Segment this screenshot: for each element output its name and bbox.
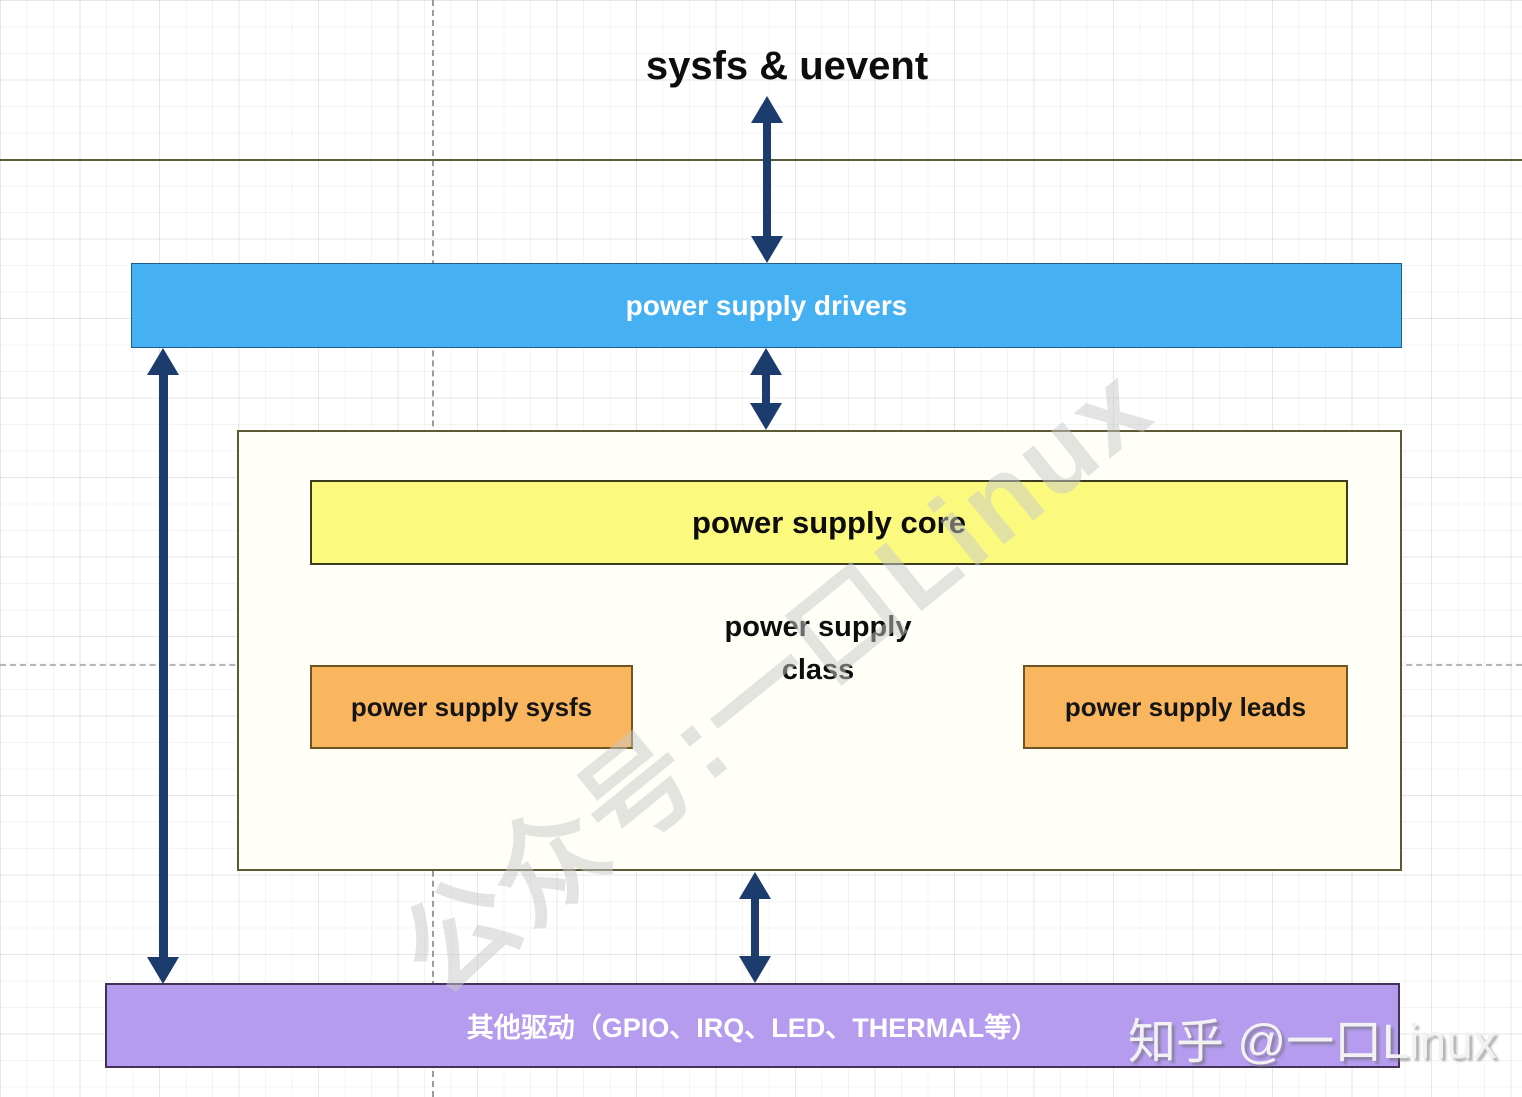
power-supply-drivers-label: power supply drivers: [625, 289, 908, 321]
diagram-title: sysfs & uevent: [645, 44, 929, 88]
other-drivers-box: 其他驱动（GPIO、IRQ、LED、THERMAL等）: [105, 983, 1400, 1068]
other-drivers-label: 其他驱动（GPIO、IRQ、LED、THERMAL等）: [466, 1013, 1039, 1043]
power-supply-leads-box: power supply leads: [1023, 665, 1348, 749]
arrowhead-up-icon: [750, 348, 782, 375]
arrow-sysfs-drivers: [751, 96, 783, 263]
power-supply-sysfs-label: power supply sysfs: [350, 691, 593, 722]
arrow-shaft: [762, 375, 770, 403]
class-label-line2: class: [781, 654, 855, 686]
class-label-line1: power supply: [724, 611, 912, 643]
arrowhead-down-icon: [147, 957, 179, 984]
arrowhead-up-icon: [751, 96, 783, 123]
separator-line: [0, 159, 1522, 161]
arrow-shaft: [763, 123, 771, 236]
power-supply-drivers-box: power supply drivers: [131, 263, 1402, 348]
arrow-class-other: [739, 872, 771, 983]
arrowhead-up-icon: [147, 348, 179, 375]
power-supply-core-label: power supply core: [692, 504, 966, 540]
arrowhead-down-icon: [739, 956, 771, 983]
arrow-drivers-other: [147, 348, 179, 984]
arrow-drivers-class: [750, 348, 782, 430]
arrowhead-up-icon: [739, 872, 771, 899]
arrowhead-down-icon: [750, 403, 782, 430]
power-supply-class-label: power supply class: [598, 606, 1038, 692]
arrow-shaft: [751, 899, 759, 956]
power-supply-leads-label: power supply leads: [1064, 691, 1307, 722]
power-supply-core-box: power supply core: [310, 480, 1348, 565]
arrowhead-down-icon: [751, 236, 783, 263]
power-supply-sysfs-box: power supply sysfs: [310, 665, 633, 749]
arrow-shaft: [158, 375, 168, 957]
